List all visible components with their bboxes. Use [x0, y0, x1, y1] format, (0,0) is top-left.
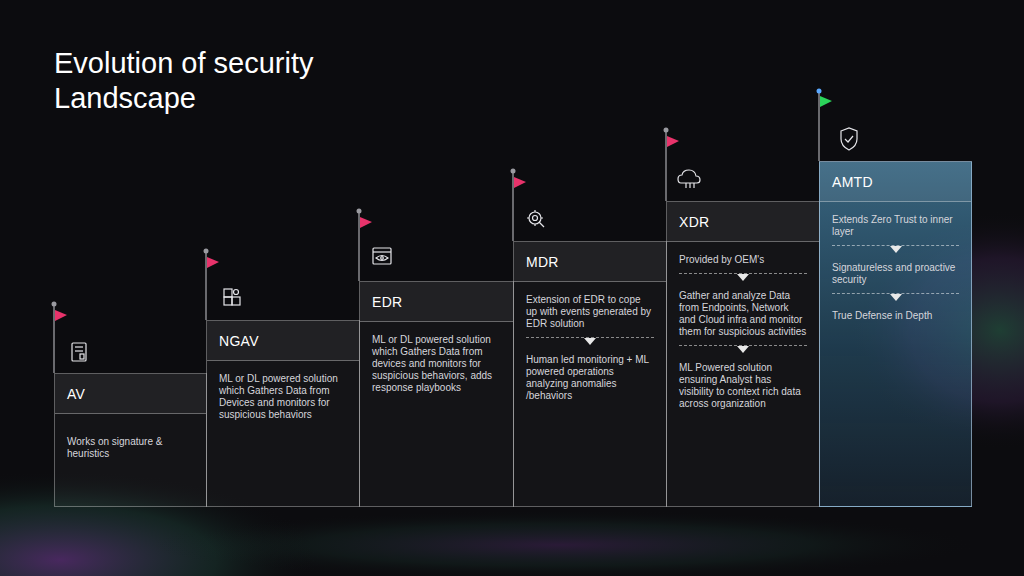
stage-column: XDRProvided by OEM'sGather and analyze D…: [666, 201, 820, 507]
down-triangle: [737, 274, 749, 281]
stage-body: ML or DL powered solution which Gathers …: [360, 322, 513, 402]
stage-name: EDR: [360, 282, 513, 322]
stage-name: AMTD: [820, 162, 971, 202]
dashed-separator: [679, 340, 807, 358]
stage-body: ML or DL powered solution which Gathers …: [207, 361, 359, 429]
diagram-title: Evolution of security Landscape: [54, 46, 384, 116]
stage-column: MDR Extension of EDR to cope up with even…: [513, 241, 667, 507]
stage-name: XDR: [667, 202, 819, 242]
down-triangle: [737, 346, 749, 353]
stage-description: Signatureless and proactive security: [832, 262, 959, 286]
stage-column: AV Works on signature & heuristics: [54, 373, 207, 507]
down-triangle: [584, 338, 596, 345]
stage-column: AMTDExtends Zero Trust to inner layerSig…: [819, 161, 972, 507]
down-triangle: [890, 246, 902, 253]
stage-body: Extension of EDR to cope up with events …: [514, 282, 666, 410]
stage-body: Works on signature & heuristics: [55, 414, 206, 468]
stage-description: Extension of EDR to cope up with events …: [526, 294, 654, 330]
stage-description: Human led monitoring + ML powered operat…: [526, 354, 654, 402]
stage-body: Provided by OEM'sGather and analyze Data…: [667, 242, 819, 418]
stage-name: AV: [55, 374, 206, 414]
stage-description: ML Powered solution ensuring Analyst has…: [679, 362, 807, 410]
stage-description: True Defense in Depth: [832, 310, 959, 322]
stage-description: ML or DL powered solution which Gathers …: [372, 334, 501, 394]
dashed-separator: [679, 268, 807, 286]
dashed-separator: [526, 332, 654, 350]
dashed-separator: [832, 240, 959, 258]
stage-description: Provided by OEM's: [679, 254, 807, 266]
stage-column: EDR ML or DL powered solution which Gathe…: [359, 281, 514, 507]
stage-description: Gather and analyze Data from Endpoints, …: [679, 290, 807, 338]
dashed-separator: [832, 288, 959, 306]
down-triangle: [890, 294, 902, 301]
stage-description: Works on signature & heuristics: [67, 436, 194, 460]
glow: [140, 510, 980, 576]
stage-name: MDR: [514, 242, 666, 282]
stage-name: NGAV: [207, 321, 359, 361]
stage-description: Extends Zero Trust to inner layer: [832, 214, 959, 238]
stage-column: NGAV ML or DL powered solution which Gath…: [206, 320, 360, 507]
stage-description: ML or DL powered solution which Gathers …: [219, 373, 347, 421]
pole-tops: [52, 89, 822, 307]
stage-body: Extends Zero Trust to inner layerSignatu…: [820, 202, 971, 330]
